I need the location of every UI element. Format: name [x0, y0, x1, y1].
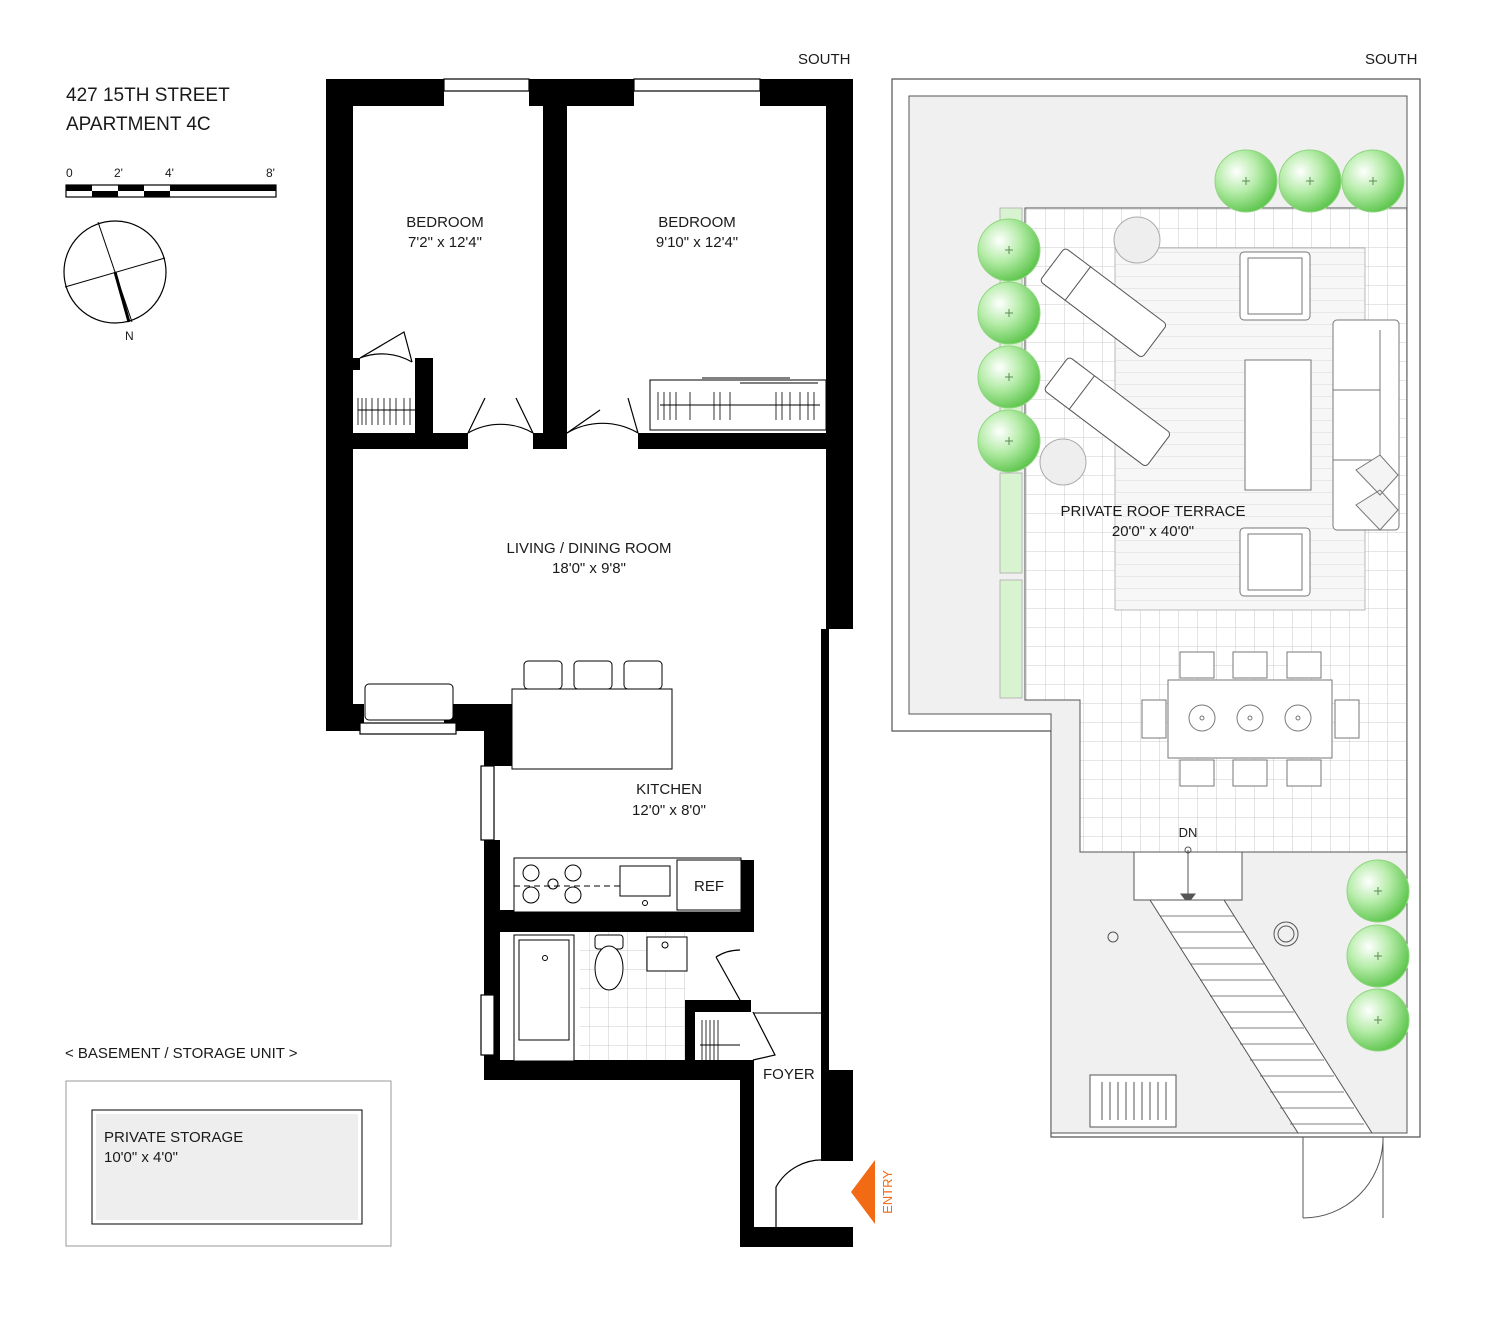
terrace-trees	[977, 149, 1410, 1052]
room-labels: BEDROOM 7'2" x 12'4" BEDROOM 9'10" x 12'…	[406, 214, 815, 1083]
tree-center-mark	[1005, 373, 1013, 381]
storage-heading: < BASEMENT / STORAGE UNIT >	[65, 1045, 298, 1062]
kitchen-island	[364, 660, 673, 770]
bedroom1-name: BEDROOM	[406, 214, 484, 231]
scale-tick-0: 0	[66, 166, 73, 180]
terrace-south-label: SOUTH	[1365, 51, 1418, 68]
unit-label: APARTMENT 4C	[66, 114, 211, 135]
bathroom	[513, 932, 688, 1062]
lounge-chairs	[1040, 248, 1171, 466]
scale-tick-2: 2'	[114, 166, 123, 180]
storage-name: PRIVATE STORAGE	[104, 1129, 243, 1146]
round-tables	[1039, 216, 1161, 486]
kitchen-size: 12'0" x 8'0"	[632, 802, 706, 819]
title-block: 427 15TH STREET APARTMENT 4C	[66, 85, 230, 135]
tree-center-mark	[1369, 177, 1377, 185]
kitchen-counter: REF	[513, 857, 742, 913]
stair-down-label: DN	[1179, 825, 1198, 840]
closet-rods	[358, 377, 827, 1046]
sofa-set	[1239, 251, 1400, 597]
bedroom2-size: 9'10" x 12'4"	[656, 234, 738, 251]
compass: N	[63, 220, 167, 343]
living-size: 18'0" x 9'8"	[552, 560, 626, 577]
bedroom2-name: BEDROOM	[658, 214, 736, 231]
north-label: N	[125, 329, 134, 343]
refrigerator-label: REF	[694, 878, 724, 895]
tree-center-mark	[1306, 177, 1314, 185]
kitchen-name: KITCHEN	[636, 781, 702, 798]
apartment-windows	[359, 78, 761, 1056]
scale-tick-4: 4'	[165, 166, 174, 180]
apartment-walls	[326, 79, 853, 1247]
tree-center-mark	[1374, 887, 1382, 895]
tree-center-mark	[1005, 309, 1013, 317]
tree-center-mark	[1374, 1016, 1382, 1024]
tree-center-mark	[1374, 952, 1382, 960]
scale-tick-8: 8'	[266, 166, 275, 180]
terrace-stair	[1089, 846, 1384, 1219]
bedroom1-size: 7'2" x 12'4"	[408, 234, 482, 251]
tree-center-mark	[1005, 437, 1013, 445]
apartment-south-label: SOUTH	[798, 51, 851, 68]
terrace-name: PRIVATE ROOF TERRACE	[1060, 503, 1245, 520]
tree-center-mark	[1242, 177, 1250, 185]
terrace-size: 20'0" x 40'0"	[1112, 523, 1194, 540]
tree-center-mark	[1005, 246, 1013, 254]
entry-label: ENTRY	[880, 1170, 895, 1214]
storage-unit: PRIVATE STORAGE 10'0" x 4'0"	[65, 1080, 392, 1247]
scale-bar: 0 2' 4' 8'	[65, 166, 277, 198]
apartment-doors	[359, 331, 827, 1227]
dining-set	[1141, 651, 1360, 787]
entry-marker: ENTRY	[851, 1160, 895, 1224]
storage-size: 10'0" x 4'0"	[104, 1149, 178, 1166]
address-label: 427 15TH STREET	[66, 85, 230, 106]
closet-hangers	[357, 392, 815, 1065]
living-name: LIVING / DINING ROOM	[506, 540, 671, 557]
foyer-label: FOYER	[763, 1066, 815, 1083]
terrace-labels: PRIVATE ROOF TERRACE 20'0" x 40'0" DN	[1060, 503, 1245, 840]
